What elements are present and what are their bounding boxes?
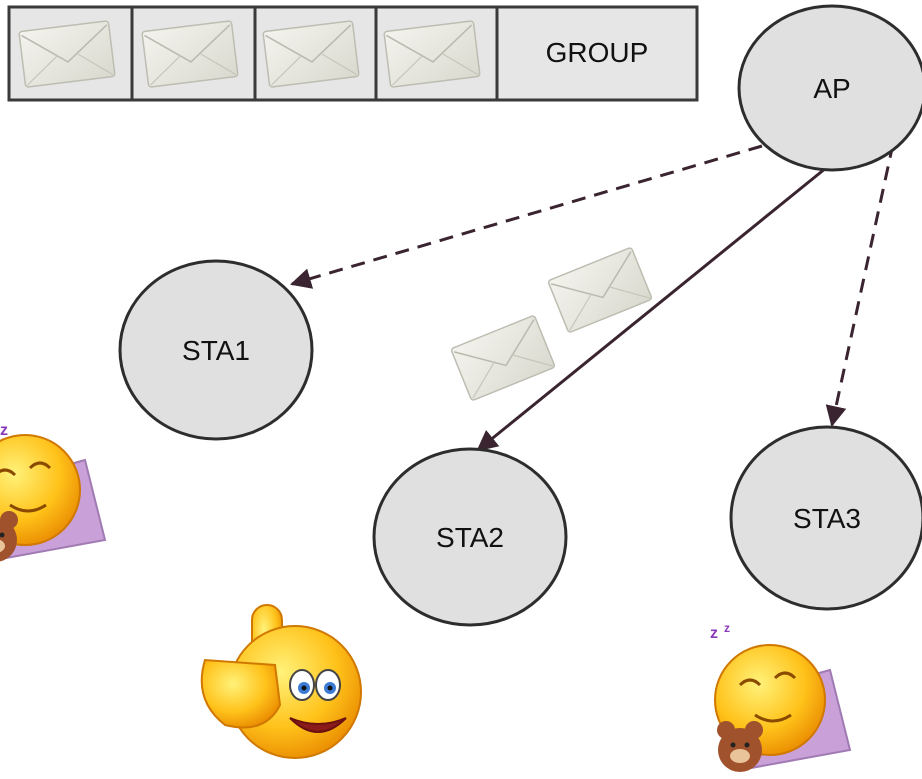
node-sta1: STA1 <box>118 259 314 441</box>
edges <box>289 143 895 452</box>
svg-text:z: z <box>710 625 718 642</box>
group-frame: GROUP <box>7 5 699 102</box>
frame-slot-4-envelope-icon <box>383 19 481 89</box>
node-sta3: STA3 <box>729 425 922 611</box>
frame-group-label: GROUP <box>546 37 649 68</box>
in-flight-envelope-2-icon <box>450 314 556 402</box>
edge-ap-sta1-dashed <box>289 144 763 289</box>
sta2-thumbs-up-emoji-icon <box>200 604 362 759</box>
edge-ap-sta2-solid <box>476 166 827 452</box>
node-sta2-label: STA2 <box>436 522 504 553</box>
frame-slot-1-envelope-icon <box>18 19 116 89</box>
node-ap: AP <box>737 4 922 172</box>
node-sta3-label: STA3 <box>793 503 861 534</box>
node-ap-label: AP <box>813 73 850 104</box>
frame-slot-2-envelope-icon <box>141 19 239 89</box>
edge-ap-sta3-dashed <box>825 143 895 428</box>
node-sta2: STA2 <box>372 447 568 627</box>
node-sta1-label: STA1 <box>182 335 250 366</box>
sta1-sleeping-emoji-icon: z <box>0 422 107 564</box>
svg-text:z: z <box>724 621 730 635</box>
sta3-sleeping-emoji-icon: z z <box>710 621 852 774</box>
frame-slot-3-envelope-icon <box>262 19 360 89</box>
svg-text:z: z <box>0 422 8 439</box>
